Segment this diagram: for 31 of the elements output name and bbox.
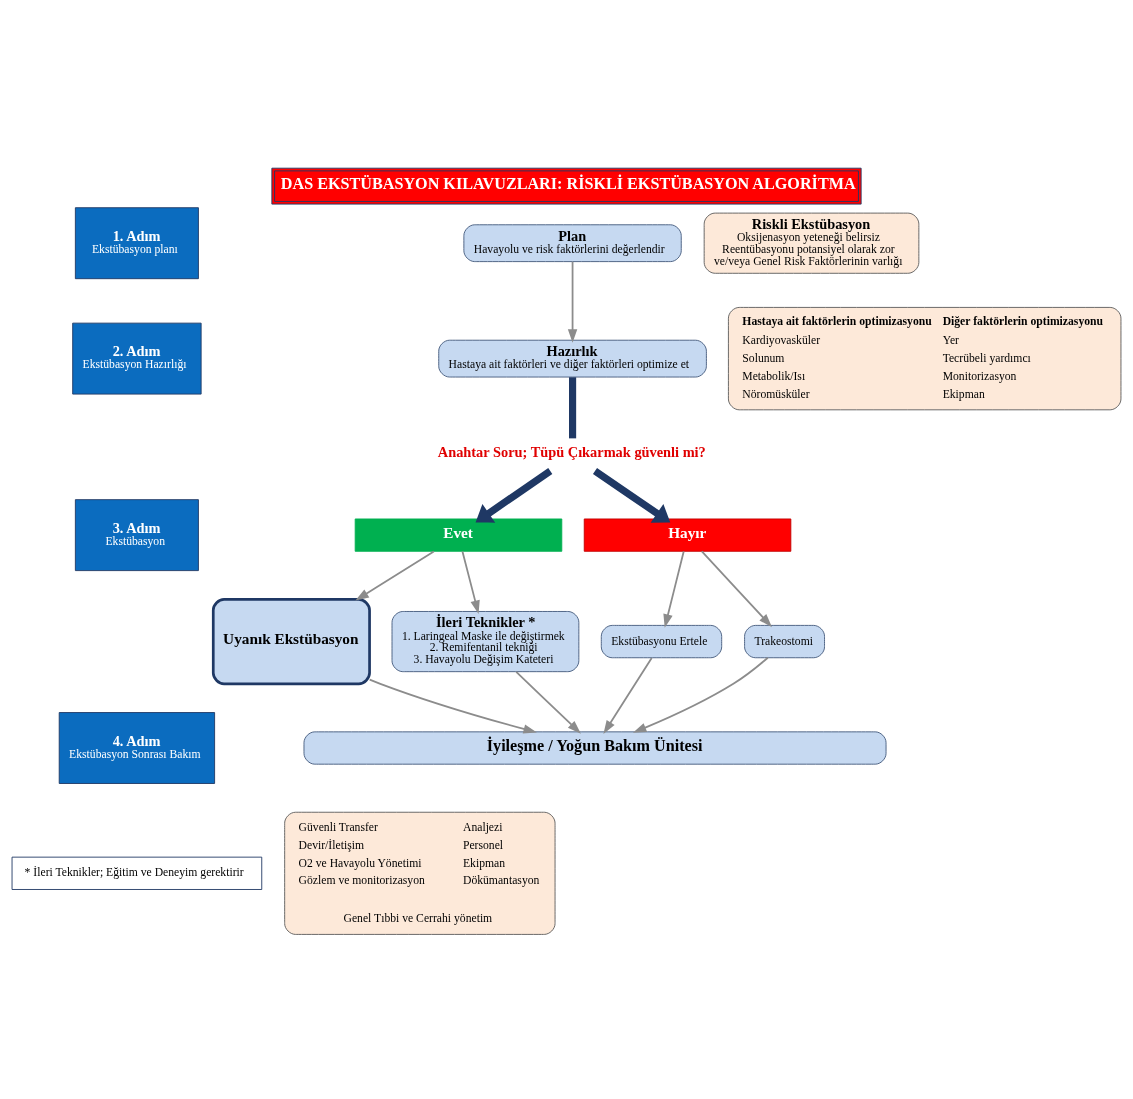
arrow (515, 671, 581, 734)
node-box: Uyanık Ekstübasyon (211, 598, 371, 686)
node-box: Riskli Ekstübasyon Oksijenasyon yeteneği belirsiz Reentübasyonu potansiyel olarak zor ve/veya Genel Risk Faktörlerinin varlığı (703, 212, 920, 274)
node-box: Hayır (583, 518, 792, 552)
arrow (632, 656, 769, 733)
node-box: 1. Adım Ekstübasyon planı (74, 207, 199, 280)
node-box: Ekstübasyonu Ertele (600, 624, 723, 659)
diagram-title: DAS EKSTÜBASYON KILAVUZLARI: RİSKLİ EKSTÜBASYON ALGORİTMA (280, 175, 856, 193)
arrow (592, 468, 671, 523)
node-box: İleri Teknikler * 1. Laringeal Maske ile değiştirmek 2. Remifentanil tekniği 3. Havayolu Değişim Kateteri (391, 611, 580, 673)
node-box: Trakeostomi (744, 624, 825, 659)
arrow (475, 468, 553, 523)
arrow (461, 550, 480, 614)
arrow (567, 260, 578, 343)
arrow (663, 550, 685, 628)
arrow (355, 550, 435, 601)
node-box: Güvenli Transfer Analjezi Devir/İletişim Personel O2 ve Havayolu Yönetimi Ekipman Gözlem ve monitorizasyon Dökümantasyon Genel Tıbbi ve Cerrahi yönetim (284, 811, 556, 935)
node-box: 4. Adım Ekstübasyon Sonrası Bakım (58, 712, 216, 784)
arrow (700, 550, 773, 628)
node-text: Anahtar Soru; Tüpü Çıkarmak güvenli mi? (437, 444, 706, 461)
node-box: * İleri Teknikler; Eğitim ve Deneyim gerektirir (11, 856, 263, 890)
node-box: Plan Havayolu ve risk faktörlerini değerlendir (463, 224, 682, 263)
arrow (603, 657, 653, 734)
node-box: Hastaya ait faktörlerin optimizasyonu Diğer faktörlerin optimizasyonu Kardiyovasküler Yer Solunum Tecrübeli yardımcı Metabolik/Isı Monitorizasyon Nöromüsküler Ekipman (727, 306, 1122, 411)
connector (568, 377, 577, 439)
node-box: Hazırlık Hastaya ait faktörleri ve diğer faktörleri optimize et (438, 339, 707, 378)
node-box: 2. Adım Ekstübasyon Hazırlığı (72, 322, 202, 395)
node-box: Evet (354, 518, 563, 552)
node-box: 3. Adım Ekstübasyon (74, 499, 199, 572)
node-box: İyileşme / Yoğun Bakım Ünitesi (303, 731, 887, 765)
arrow (368, 678, 537, 734)
